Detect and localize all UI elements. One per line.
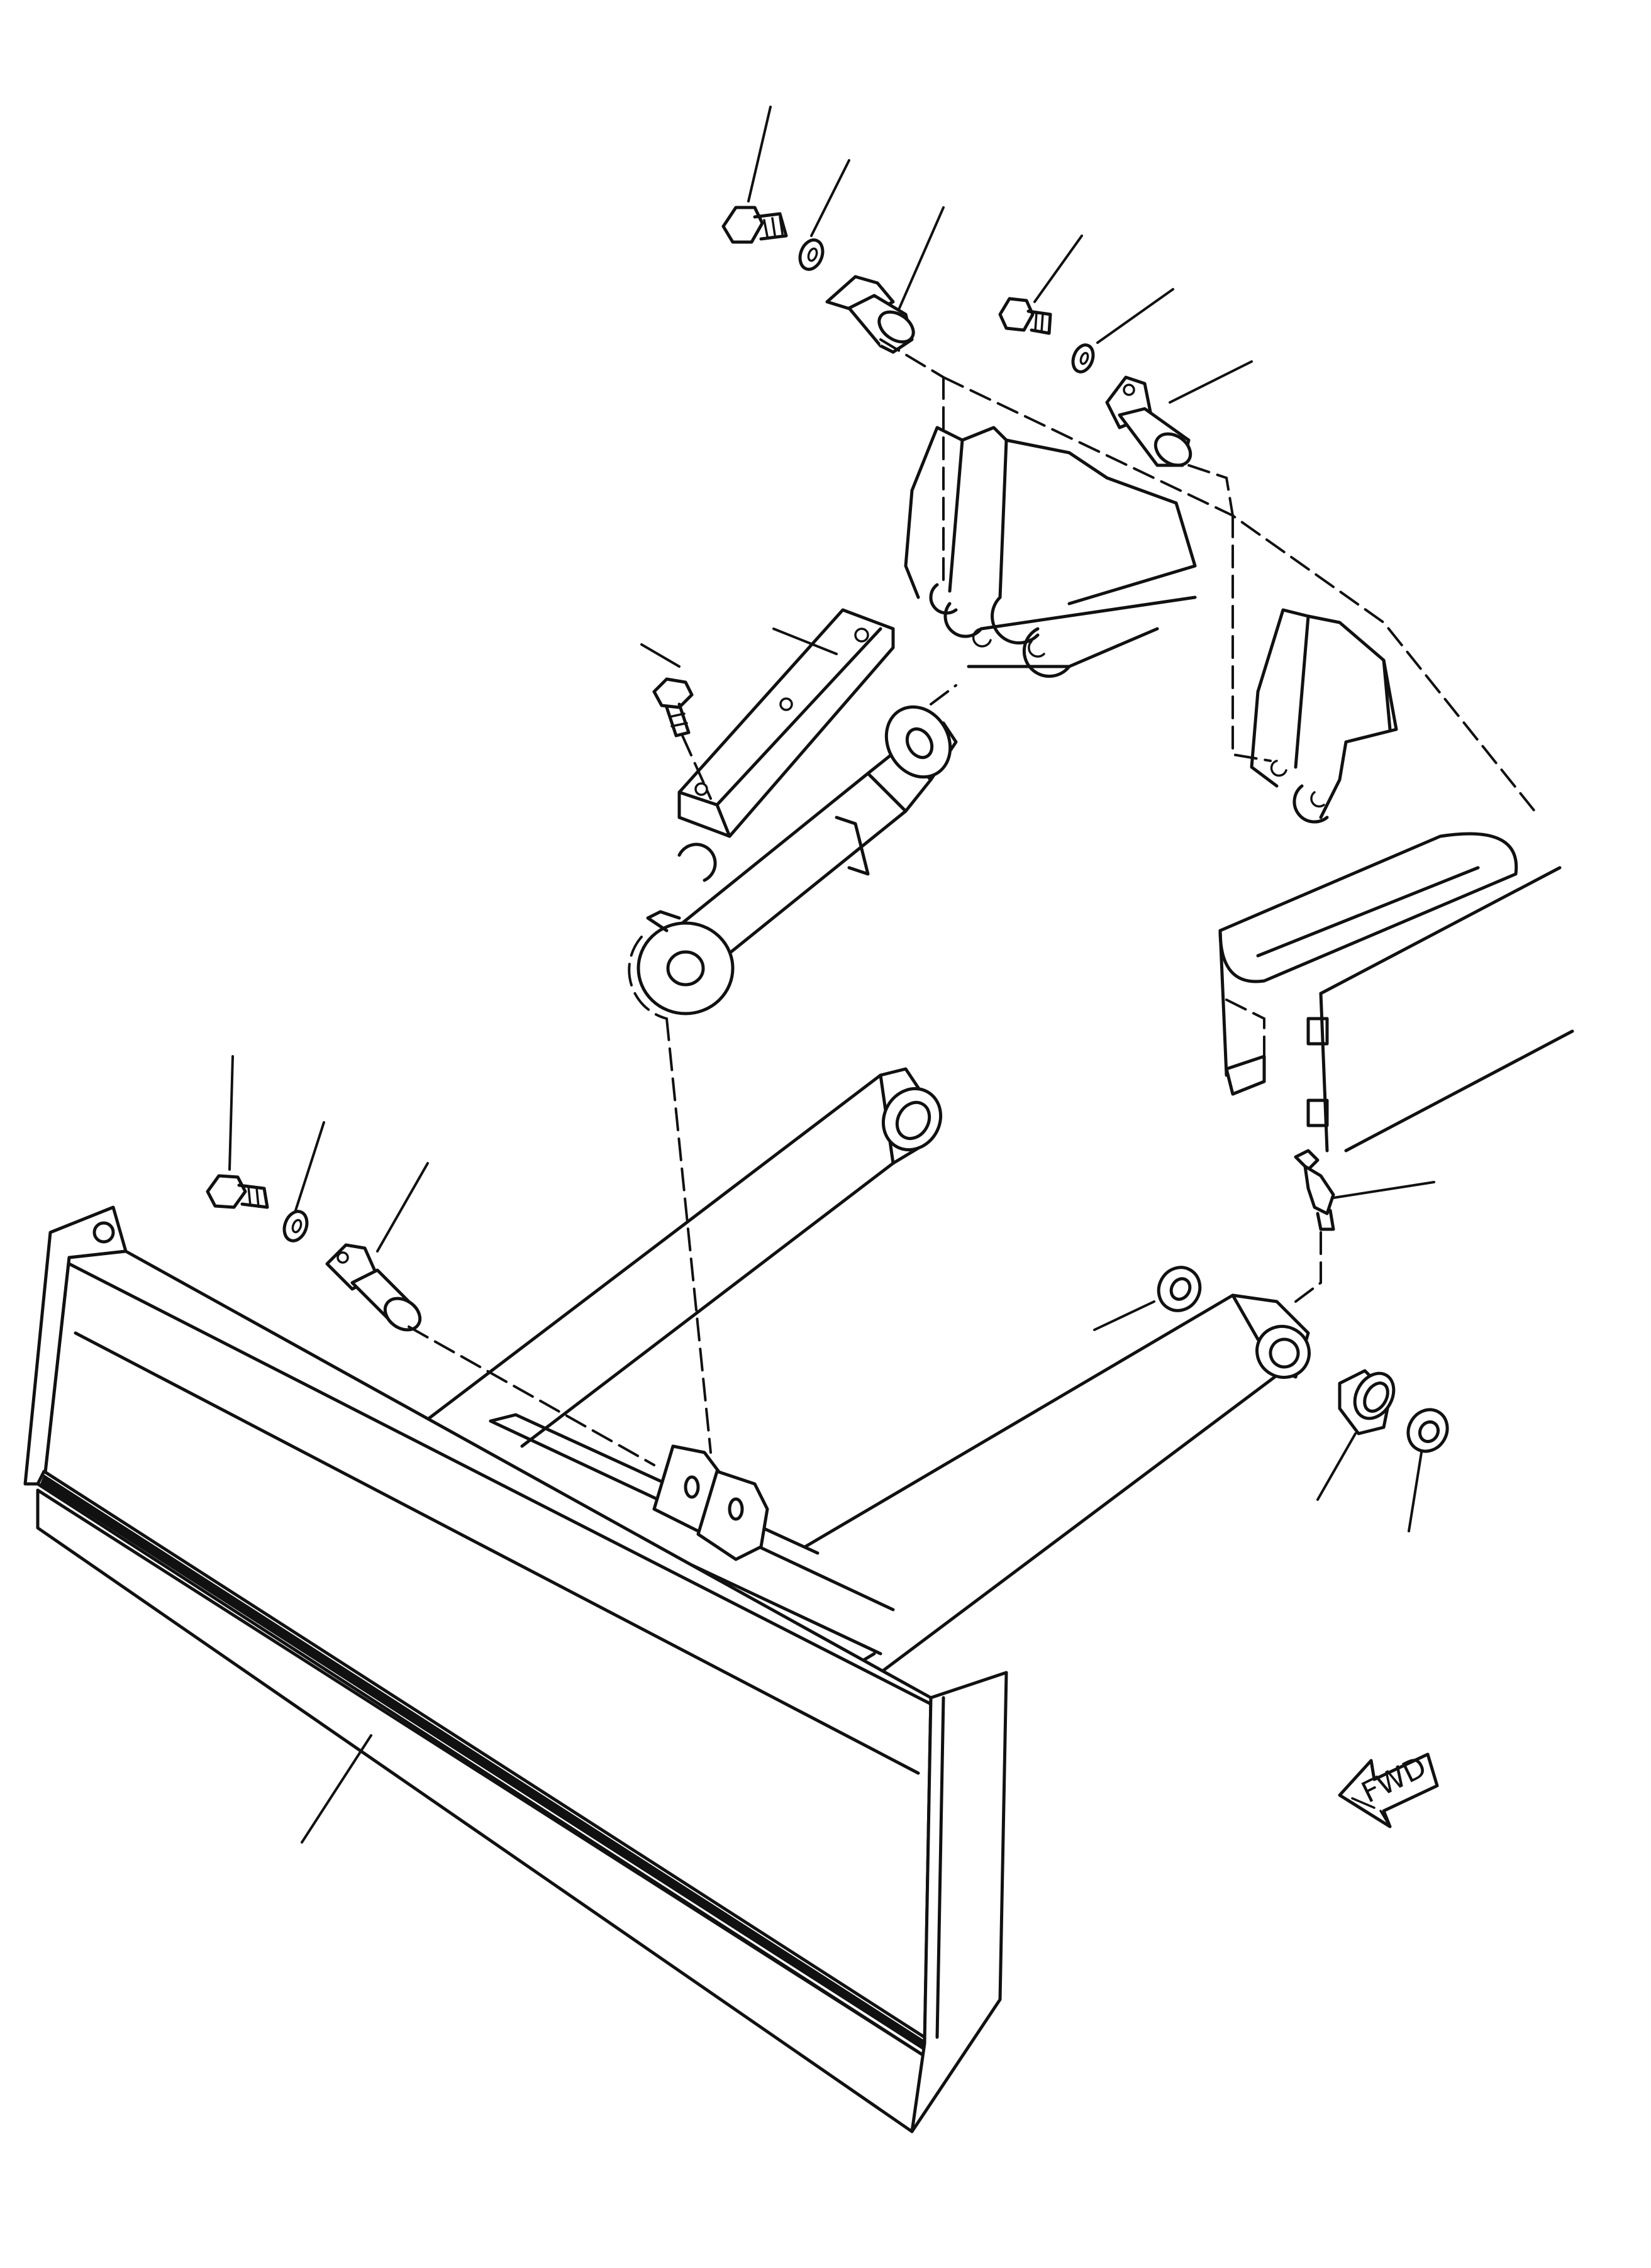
cylinder-mount-bracket — [652, 1444, 769, 1561]
washer-top-left — [798, 238, 825, 271]
bolt-top-right — [998, 297, 1052, 335]
pin-top-left — [825, 275, 915, 354]
washer-top-right — [1071, 343, 1095, 373]
bolt-cylinder-mount — [652, 677, 712, 800]
push-arm-left — [407, 1067, 943, 1448]
bolt-top-left — [721, 206, 788, 244]
pin-top-right — [1105, 375, 1192, 467]
bolt-left — [206, 1174, 269, 1209]
crawler-frame — [1218, 832, 1574, 1153]
grease-fitting — [1294, 1149, 1335, 1231]
seal-ring — [1406, 1408, 1449, 1453]
washer-left — [282, 1210, 309, 1242]
mounting-bracket — [904, 376, 1536, 824]
bushing — [1338, 1369, 1396, 1435]
spacer-ring — [1157, 1266, 1202, 1312]
dozer-blade — [23, 1205, 1008, 2133]
callout-leader-lines — [228, 106, 1435, 1844]
push-arm-right — [803, 1293, 1311, 1674]
forward-direction-indicator: FWD — [1338, 1749, 1439, 1828]
lift-cylinder — [628, 608, 958, 1020]
pin-left — [325, 1243, 422, 1332]
